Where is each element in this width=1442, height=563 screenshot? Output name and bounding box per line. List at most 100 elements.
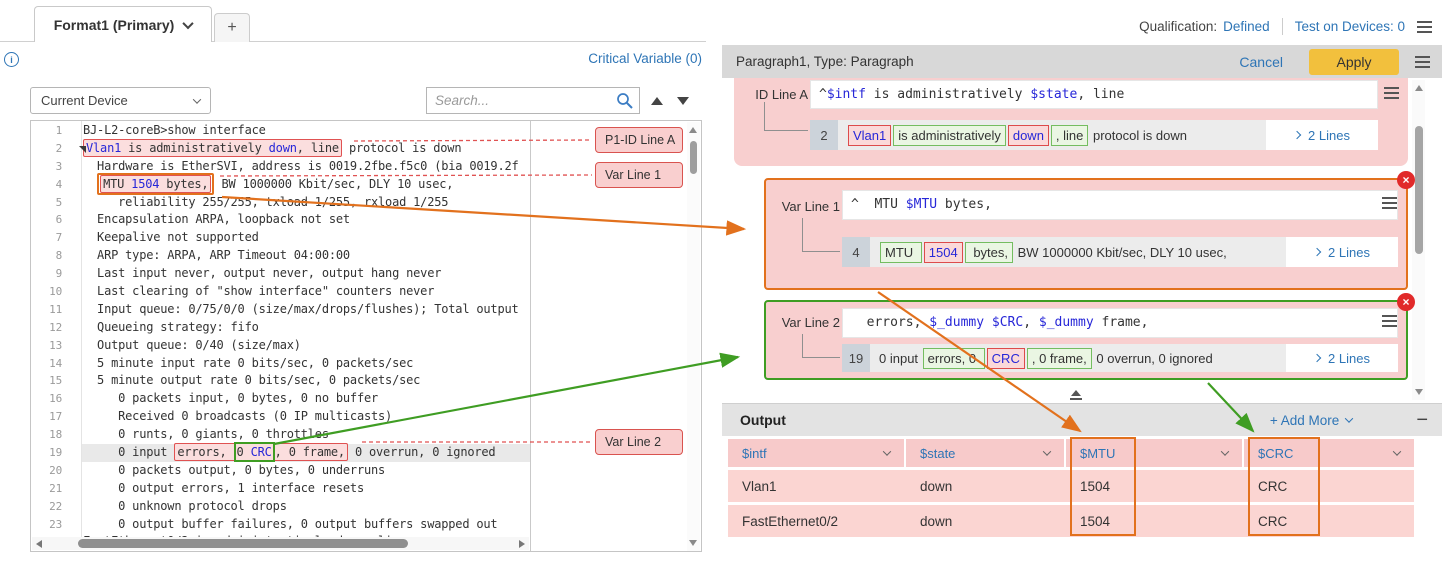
add-format-tab-button[interactable]: + — [214, 13, 250, 42]
variable-text: CRC — [991, 350, 1020, 366]
code-line-text: ARP type: ARPA, ARP Timeout 04:00:00 — [75, 248, 350, 262]
expand-lines-link[interactable]: 2 Lines — [1286, 344, 1398, 372]
label-var-line-1[interactable]: Var Line 1 — [595, 162, 683, 188]
scroll-left-icon[interactable] — [36, 540, 42, 548]
hamburger-icon[interactable] — [1384, 87, 1399, 99]
critical-variable-link[interactable]: Critical Variable (0) — [588, 51, 702, 66]
apply-button[interactable]: Apply — [1309, 48, 1399, 75]
code-line-14[interactable]: 14 5 minute input rate 0 bits/sec, 0 pac… — [31, 355, 530, 373]
close-icon[interactable] — [1397, 171, 1415, 189]
chevron-down-icon[interactable] — [882, 447, 892, 456]
horizontal-scrollbar[interactable] — [32, 537, 529, 550]
device-selector[interactable]: Current Device — [30, 87, 211, 114]
code-line-6[interactable]: 6 Encapsulation ARPA, loopback not set — [31, 211, 530, 229]
vertical-scroll-thumb[interactable] — [690, 141, 697, 174]
text-segment: 0 packets output, 0 bytes, 0 underruns — [83, 462, 386, 477]
horizontal-scroll-thumb[interactable] — [78, 539, 408, 548]
hamburger-icon[interactable] — [1417, 20, 1432, 33]
info-icon[interactable] — [4, 52, 19, 67]
chevron-down-icon[interactable] — [1220, 447, 1230, 456]
code-line-16[interactable]: 16 0 packets input, 0 bytes, 0 no buffer — [31, 390, 530, 408]
search-icon[interactable] — [616, 92, 633, 109]
hamburger-icon[interactable] — [1415, 55, 1430, 68]
text-segment: bytes, — [937, 197, 992, 212]
code-line-22[interactable]: 22 0 unknown protocol drops — [31, 498, 530, 516]
device-selector-value: Current Device — [41, 93, 128, 108]
id-line-pattern-input[interactable]: ^$intf is administratively $state, line — [810, 80, 1378, 109]
label-id-line-a[interactable]: P1-ID Line A — [595, 127, 683, 153]
text-segment: is administratively — [121, 140, 269, 155]
code-line-18[interactable]: 18 0 runts, 0 giants, 0 throttles — [31, 426, 530, 444]
text-segment: , line — [296, 140, 339, 155]
var-line-1-pattern-input[interactable]: ^ MTU $MTU bytes, — [842, 190, 1398, 220]
qualification-value-link[interactable]: Defined — [1223, 19, 1270, 34]
cancel-button[interactable]: Cancel — [1239, 53, 1283, 70]
scroll-down-icon[interactable] — [1415, 389, 1423, 395]
code-line-12[interactable]: 12 Queueing strategy: fifo — [31, 319, 530, 337]
column-header-MTU[interactable]: $MTU — [1066, 439, 1242, 467]
scroll-down-icon[interactable] — [689, 540, 697, 546]
search-input[interactable] — [435, 93, 616, 108]
code-line-13[interactable]: 13 Output queue: 0/40 (size/max) — [31, 337, 530, 355]
find-previous-button[interactable] — [651, 97, 663, 105]
text-segment: bytes, — [159, 176, 209, 191]
code-line-19[interactable]: 19 0 input errors, 0 CRC, 0 frame, 0 ove… — [31, 442, 530, 463]
scroll-up-icon[interactable] — [689, 127, 697, 133]
find-next-button[interactable] — [677, 97, 689, 105]
add-more-button[interactable]: + Add More — [1270, 413, 1354, 428]
line-number: 20 — [49, 463, 62, 477]
output-table-header: $intf$state$MTU$CRC — [728, 439, 1414, 467]
vertical-scrollbar[interactable] — [687, 122, 700, 551]
code-line-11[interactable]: 11 Input queue: 0/75/0/0 (size/max/drops… — [31, 301, 530, 319]
table-cell: FastEthernet0/2 — [742, 513, 839, 529]
expand-lines-link[interactable]: 2 Lines — [1266, 120, 1378, 150]
collapse-panel-handle[interactable] — [1070, 390, 1082, 400]
code-line-8[interactable]: 8 ARP type: ARPA, ARP Timeout 04:00:00 — [31, 247, 530, 265]
table-cell: down — [920, 478, 953, 494]
line-number: 8 — [55, 249, 63, 263]
code-line-3[interactable]: 3 Hardware is EtherSVI, address is 0019.… — [31, 158, 530, 176]
code-line-10[interactable]: 10 Last clearing of "show interface" cou… — [31, 283, 530, 301]
code-line-9[interactable]: 9 Last input never, output never, output… — [31, 265, 530, 283]
vertical-scrollbar[interactable] — [1412, 80, 1425, 400]
scroll-right-icon[interactable] — [519, 540, 525, 548]
column-header-state[interactable]: $state — [906, 439, 1064, 467]
label-var-line-2[interactable]: Var Line 2 — [595, 429, 683, 455]
variable-text: $state — [1030, 87, 1078, 102]
red-highlight-box: CRC — [986, 347, 1025, 369]
variable-text: CRC — [250, 445, 272, 460]
scroll-up-icon[interactable] — [1415, 85, 1423, 91]
expand-lines-link[interactable]: 2 Lines — [1286, 237, 1398, 267]
connector-line — [802, 334, 840, 358]
code-line-7[interactable]: 7 Keepalive not supported — [31, 229, 530, 247]
column-header-intf[interactable]: $intf — [728, 439, 904, 467]
test-on-devices-link[interactable]: Test on Devices: 0 — [1294, 19, 1405, 34]
tab-format1[interactable]: Format1 (Primary) — [34, 6, 212, 42]
hamburger-icon[interactable] — [1382, 197, 1397, 209]
chevron-down-icon[interactable] — [1042, 447, 1052, 456]
text-segment: Keepalive not supported — [83, 230, 259, 245]
code-line-15[interactable]: 15 5 minute output rate 0 bits/sec, 0 pa… — [31, 372, 530, 390]
line-number: 15 — [49, 374, 62, 388]
var-line-1-section: Var Line 1 ^ MTU $MTU bytes, 4 MTU 1504 … — [764, 171, 1415, 290]
code-line-17[interactable]: 17 Received 0 broadcasts (0 IP multicast… — [31, 408, 530, 426]
code-line-4[interactable]: 4 MTU 1504 bytes, BW 1000000 Kbit/sec, D… — [31, 172, 530, 195]
close-icon[interactable] — [1397, 293, 1415, 311]
code-line-5[interactable]: 5 reliability 255/255, txload 1/255, rxl… — [31, 194, 530, 212]
var-line-2-pattern-input[interactable]: errors, $_dummy $CRC, $_dummy frame, — [842, 308, 1398, 338]
code-line-21[interactable]: 21 0 output errors, 1 interface resets — [31, 480, 530, 498]
column-header-CRC[interactable]: $CRC — [1244, 439, 1414, 467]
chevron-down-icon[interactable] — [1392, 447, 1402, 456]
table-cell: Vlan1 — [742, 478, 777, 494]
hamburger-icon[interactable] — [1382, 315, 1397, 327]
text-segment: is administratively — [898, 127, 1001, 143]
code-line-23[interactable]: 23 0 output buffer failures, 0 output bu… — [31, 516, 530, 534]
code-line-20[interactable]: 20 0 packets output, 0 bytes, 0 underrun… — [31, 462, 530, 480]
vertical-scroll-thumb[interactable] — [1415, 126, 1423, 254]
fold-icon[interactable] — [79, 145, 86, 153]
minus-icon[interactable]: − — [1416, 409, 1428, 431]
